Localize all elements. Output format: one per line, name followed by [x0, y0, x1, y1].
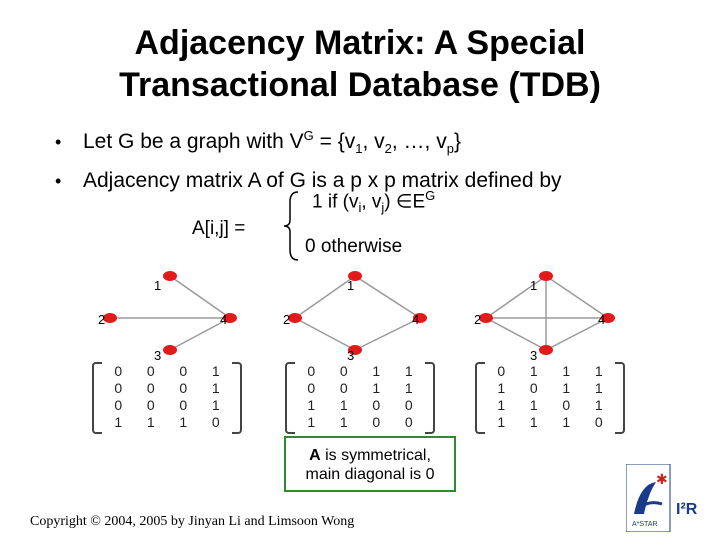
symmetry-note-box: A is symmetrical, main diagonal is 0 — [284, 436, 456, 492]
graph-node — [413, 313, 427, 323]
graph-node — [348, 345, 362, 355]
note-line-1: A is symmetrical, — [309, 447, 431, 464]
graph-complete: 1 2 3 4 — [474, 271, 615, 363]
note-line-2: main diagonal is 0 — [305, 466, 435, 483]
i2r-logo: ✱ A*STAR I²R — [626, 464, 698, 532]
graph-node — [163, 271, 177, 281]
slide-title: Adjacency Matrix: A Special Transactiona… — [60, 22, 660, 106]
node-label: 3 — [154, 348, 161, 363]
copyright-footer: Copyright © 2004, 2005 by Jinyan Li and … — [30, 514, 355, 529]
graph-node — [539, 345, 553, 355]
graph-node — [288, 313, 302, 323]
node-label: 2 — [283, 312, 290, 327]
curly-brace — [283, 191, 299, 261]
svg-text:✱: ✱ — [656, 472, 668, 488]
graph-star: 1 2 3 4 — [98, 271, 237, 363]
definition-case-2: 0 otherwise — [305, 236, 403, 257]
definition-case-1: 1 if (vi, vj) ∈EG — [312, 188, 436, 216]
node-label: 4 — [412, 312, 419, 327]
graph-node — [601, 313, 615, 323]
node-label: 3 — [530, 348, 537, 363]
graph-node — [539, 271, 553, 281]
bullet-list: • Let G be a graph with VG = {v1, v2, …,… — [55, 120, 562, 197]
title-line-2: Transactional Database (TDB) — [119, 66, 601, 104]
node-label: 4 — [220, 312, 227, 327]
node-label: 1 — [347, 278, 354, 293]
bullet-text: Let G be a graph with VG = {v1, v2, …, v… — [83, 128, 461, 157]
logo-i2r-text: I²R — [676, 501, 698, 518]
graph-node — [348, 271, 362, 281]
graph-node — [223, 313, 237, 323]
graph-node — [163, 345, 177, 355]
bullet-item: • Adjacency matrix A of G is a p x p mat… — [55, 165, 562, 197]
definition-lhs: A[i,j] = — [192, 218, 246, 239]
node-label: 2 — [474, 312, 481, 327]
logo-astar-text: A*STAR — [632, 521, 658, 528]
title-line-1: Adjacency Matrix: A Special — [134, 24, 586, 62]
bullet-marker: • — [55, 132, 62, 152]
node-label: 3 — [347, 348, 354, 363]
graph-bipartite: 1 2 3 4 — [283, 271, 427, 363]
bullet-item: • Let G be a graph with VG = {v1, v2, …,… — [55, 120, 562, 165]
node-label: 1 — [530, 278, 537, 293]
bullet-text: Adjacency matrix A of G is a p x p matri… — [83, 169, 562, 193]
node-label: 2 — [98, 312, 105, 327]
graph-node — [479, 313, 493, 323]
node-label: 1 — [154, 278, 161, 293]
graph-node — [103, 313, 117, 323]
node-label: 4 — [598, 312, 605, 327]
bullet-marker: • — [55, 171, 62, 192]
